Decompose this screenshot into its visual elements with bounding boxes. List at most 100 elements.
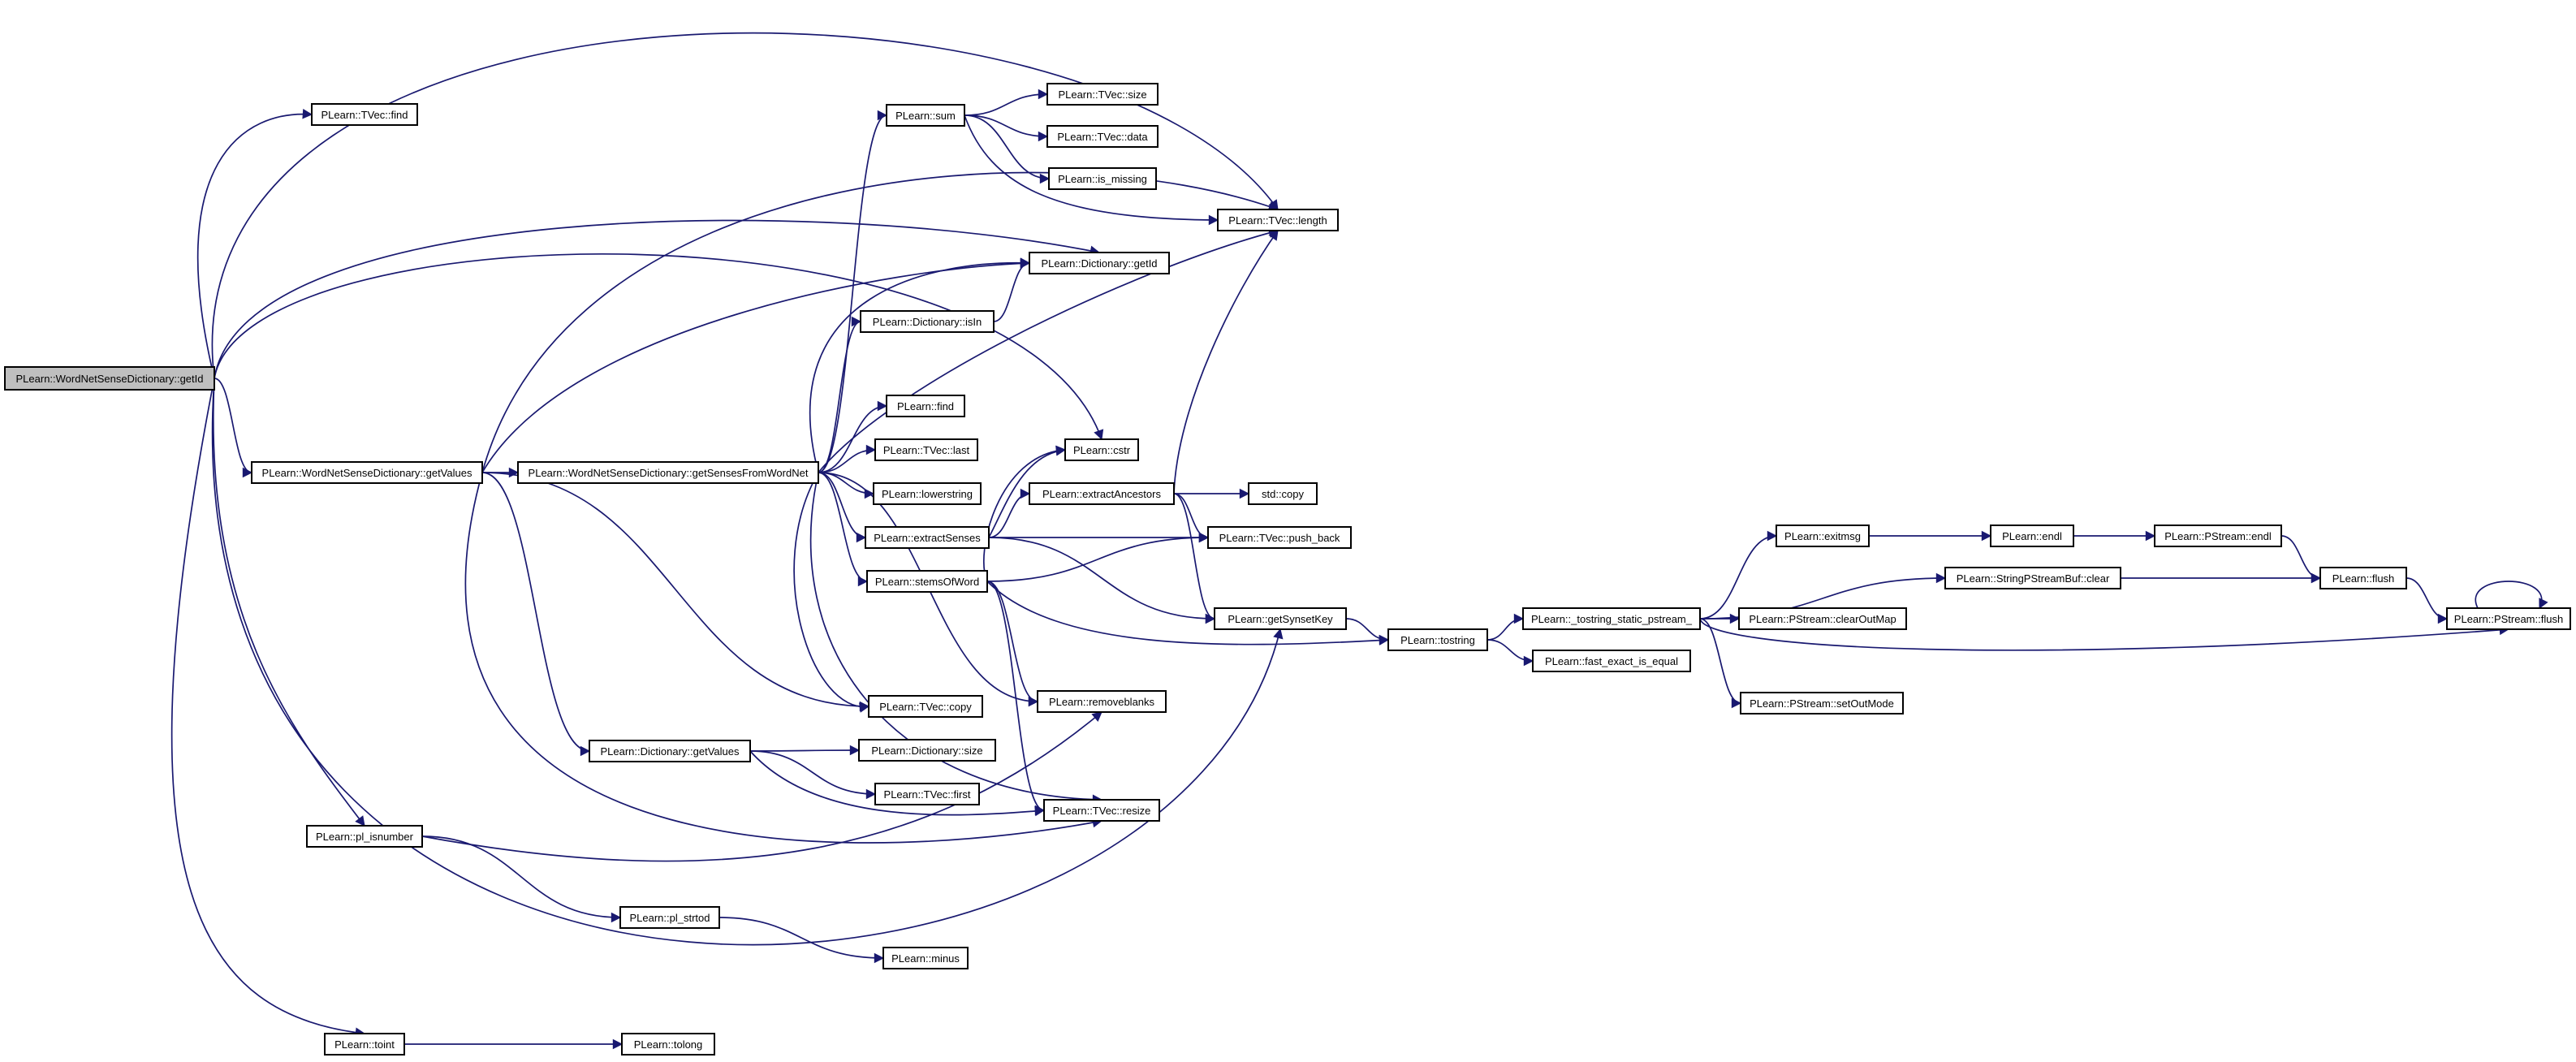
node-dict-getid[interactable]: PLearn::Dictionary::getId [1029, 252, 1170, 274]
node-box [1944, 567, 2121, 589]
node-toint[interactable]: PLearn::toint [324, 1033, 405, 1056]
node-label: PLearn::TVec::push_back [1219, 532, 1340, 544]
node-box [886, 395, 965, 417]
node-label: PLearn::PStream::flush [2454, 613, 2563, 625]
node-tvec-copy[interactable]: PLearn::TVec::copy [868, 695, 983, 718]
edge-ps_flush-to-ps_flush [2475, 581, 2548, 609]
node-box [306, 825, 423, 848]
node-tvec-length[interactable]: PLearn::TVec::length [1217, 209, 1339, 231]
node-dict-isin[interactable]: PLearn::Dictionary::isIn [860, 310, 995, 333]
edge-line [988, 449, 1066, 538]
edge-line [481, 472, 590, 752]
edge-arrowhead [2539, 598, 2548, 609]
edge-arrowhead [612, 1038, 624, 1050]
node-label: PLearn::TVec::copy [879, 701, 972, 713]
node-cstr[interactable]: PLearn::cstr [1064, 438, 1139, 461]
node-label: PLearn::sum [895, 110, 956, 122]
node-ps-endl[interactable]: PLearn::PStream::endl [2154, 525, 2282, 547]
edge-line [818, 114, 887, 473]
node-box [1046, 83, 1159, 106]
node-box [1043, 799, 1160, 822]
node-root[interactable]: PLearn::WordNetSenseDictionary::getId [4, 366, 215, 391]
edge-arrowhead [1038, 131, 1049, 142]
edge-line [213, 378, 365, 827]
node-dict-getvalues[interactable]: PLearn::Dictionary::getValues [589, 740, 751, 762]
edge-line [1173, 493, 1209, 538]
node-dict-size[interactable]: PLearn::Dictionary::size [858, 739, 996, 762]
node-flush[interactable]: PLearn::flush [2319, 567, 2407, 589]
node-box [1046, 125, 1159, 148]
edge-line [1173, 493, 1215, 620]
node-pl-strtod[interactable]: PLearn::pl_strtod [619, 906, 720, 929]
node-minus[interactable]: PLearn::minus [882, 947, 969, 969]
node-fast-exact[interactable]: PLearn::fast_exact_is_equal [1532, 650, 1691, 672]
edge-arrowhead [856, 532, 867, 543]
node-tvec-first[interactable]: PLearn::TVec::first [874, 783, 980, 805]
edge-line [196, 113, 313, 379]
edge-line [421, 835, 621, 918]
edge-line [988, 493, 1030, 538]
node-box [2446, 607, 2571, 630]
edge-arrowhead [1767, 530, 1778, 542]
node-find[interactable]: PLearn::find [886, 395, 965, 417]
node-label: PLearn::WordNetSenseDictionary::getSense… [529, 467, 809, 479]
edge-extractancestors-to-getsynsetkey [1173, 493, 1216, 624]
node-extractancestors[interactable]: PLearn::extractAncestors [1029, 482, 1175, 505]
edge-root-to-dict_getid [214, 219, 1101, 379]
node-spsb-clear[interactable]: PLearn::StringPStreamBuf::clear [1944, 567, 2121, 589]
edge-extractancestors-to-tvec_length [1173, 230, 1279, 494]
node-label: PLearn::exitmsg [1784, 530, 1861, 542]
edge-root-to-pl_isnumber [213, 378, 365, 827]
node-box [1207, 526, 1352, 549]
node-sum[interactable]: PLearn::sum [886, 104, 965, 127]
node-lowerstring[interactable]: PLearn::lowerstring [873, 482, 982, 505]
edge-line [214, 378, 252, 473]
edge-tostring_static-to-ps_setoutmode [1699, 618, 1742, 709]
node-getsynsetkey[interactable]: PLearn::getSynsetKey [1214, 607, 1347, 630]
edge-extractsenses-to-extractancestors [988, 488, 1031, 538]
edge-arrowhead [1028, 696, 1039, 707]
edge-root-to-wnsd_getvalues [214, 378, 253, 478]
node-box [866, 570, 988, 593]
node-box [324, 1033, 405, 1056]
node-tostring[interactable]: PLearn::tostring [1387, 628, 1488, 651]
node-wnsd-getsenses[interactable]: PLearn::WordNetSenseDictionary::getSense… [517, 461, 819, 484]
node-is-missing[interactable]: PLearn::is_missing [1048, 167, 1157, 190]
node-stemsofword[interactable]: PLearn::stemsOfWord [866, 570, 988, 593]
node-extractsenses[interactable]: PLearn::extractSenses [865, 526, 990, 549]
node-tostring-static[interactable]: PLearn::_tostring_static_pstream_ [1522, 607, 1701, 630]
edge-dict_getvalues-to-tvec_first [749, 750, 877, 800]
edge-line [986, 581, 1389, 645]
node-wnsd-getvalues[interactable]: PLearn::WordNetSenseDictionary::getValue… [251, 461, 483, 484]
node-pl-isnumber[interactable]: PLearn::pl_isnumber [306, 825, 423, 848]
node-label: PLearn::TVec::length [1228, 214, 1327, 227]
node-ps-flush[interactable]: PLearn::PStream::flush [2446, 607, 2571, 630]
edge-wnsd_getsenses-to-find [818, 400, 888, 473]
node-tvec-data[interactable]: PLearn::TVec::data [1046, 125, 1159, 148]
edge-line [818, 405, 887, 473]
node-label: PLearn::toint [334, 1038, 395, 1051]
edge-arrowhead [302, 108, 313, 119]
node-tvec-pushback[interactable]: PLearn::TVec::push_back [1207, 526, 1352, 549]
node-box [1037, 690, 1167, 713]
edge-arrowhead [1020, 257, 1031, 269]
node-tvec-last[interactable]: PLearn::TVec::last [874, 438, 978, 461]
node-tvec-find[interactable]: PLearn::TVec::find [311, 103, 418, 126]
node-removeblanks[interactable]: PLearn::removeblanks [1037, 690, 1167, 713]
edge-wnsd_getvalues-to-tvec_copy [481, 472, 870, 712]
edge-arrowhead [851, 316, 862, 327]
edge-pl_isnumber-to-removeblanks [421, 711, 1102, 862]
node-label: PLearn::PStream::endl [2164, 530, 2272, 542]
node-ps-setoutmode[interactable]: PLearn::PStream::setOutMode [1740, 692, 1904, 714]
node-std-copy[interactable]: std::copy [1248, 482, 1318, 505]
node-endl[interactable]: PLearn::endl [1990, 525, 2074, 547]
node-box [517, 461, 819, 484]
node-tolong[interactable]: PLearn::tolong [621, 1033, 715, 1056]
node-ps-clearoutmap[interactable]: PLearn::PStream::clearOutMap [1738, 607, 1907, 630]
node-tvec-size[interactable]: PLearn::TVec::size [1046, 83, 1159, 106]
node-tvec-resize[interactable]: PLearn::TVec::resize [1043, 799, 1160, 822]
edge-sum-to-tvec_length [964, 114, 1219, 226]
node-box [621, 1033, 715, 1056]
node-exitmsg[interactable]: PLearn::exitmsg [1776, 525, 1870, 547]
